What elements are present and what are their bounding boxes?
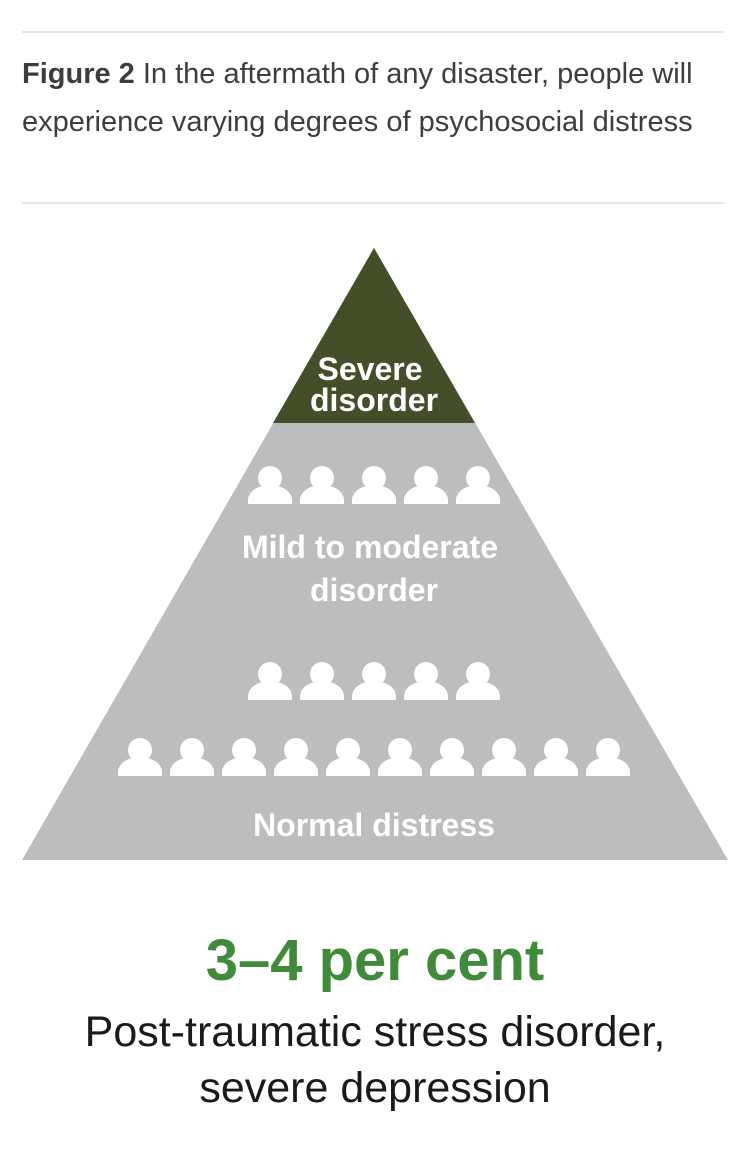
description-line: severe depression: [199, 1064, 551, 1112]
tier-mild-label-line1: Mild to moderate: [242, 529, 498, 565]
caption-divider: [22, 202, 724, 204]
severe-percentage-stat: 3–4 per cent: [205, 928, 545, 993]
description-line: Post-traumatic stress disorder,: [84, 1008, 666, 1056]
top-divider: [22, 31, 724, 33]
tier-severe-label-line1: Severe: [318, 351, 423, 387]
severe-conditions-description: Post-traumatic stress disorder, severe d…: [0, 1004, 750, 1116]
tier-normal-label: Normal distress: [253, 807, 495, 843]
tier-severe-label-line2: disorder: [310, 382, 438, 418]
figure-caption: Figure 2 In the aftermath of any disaste…: [22, 50, 724, 146]
figure-caption-text: In the aftermath of any disaster, people…: [22, 58, 693, 138]
tier-mild-label-line2: disorder: [310, 572, 438, 608]
pyramid-top-tier: [273, 248, 475, 423]
figure-label: Figure 2: [22, 58, 135, 90]
pyramid-base-tier: [22, 248, 728, 860]
